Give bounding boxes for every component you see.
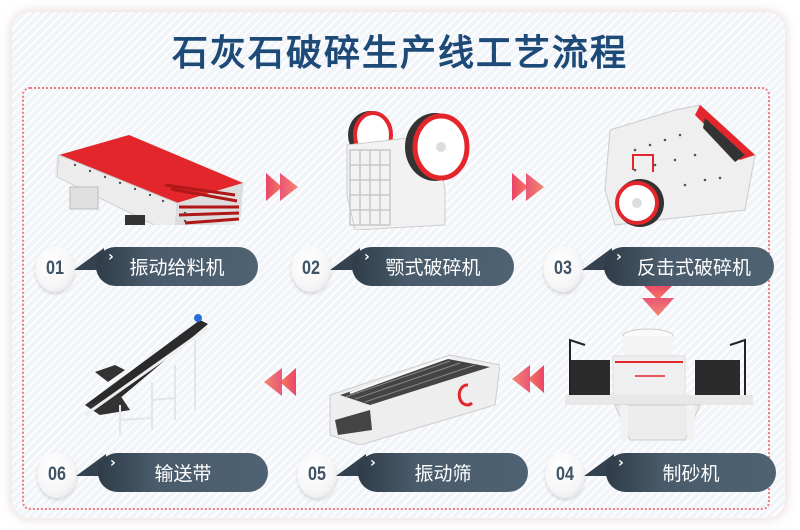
vibrating-feeder-image xyxy=(45,125,250,225)
step-03: 03 › 反击式破碎机 xyxy=(540,236,790,296)
impact-crusher-image xyxy=(595,100,760,230)
step-label: 颚式破碎机 xyxy=(385,257,481,279)
step-label-pill: › 制砂机 xyxy=(606,453,776,492)
step-number: 01 xyxy=(35,246,75,292)
step-number: 03 xyxy=(543,246,583,292)
step-label-pill: › 反击式破碎机 xyxy=(604,247,774,286)
sand-making-machine-image xyxy=(565,320,755,445)
step-label: 输送带 xyxy=(154,463,212,485)
step-label-pill: › 振动筛 xyxy=(358,453,528,492)
step-number: 05 xyxy=(297,452,337,498)
process-frame xyxy=(22,87,770,510)
arrow-right-icon xyxy=(512,173,552,201)
step-label-pill: › 振动给料机 xyxy=(96,247,258,286)
step-06: 06 › 输送带 xyxy=(34,442,284,502)
chevron-right-icon: › xyxy=(108,249,114,265)
step-label: 振动筛 xyxy=(414,463,472,485)
chevron-right-icon: › xyxy=(616,249,622,265)
step-01: 01 › 振动给料机 xyxy=(32,236,282,296)
step-number: 02 xyxy=(291,246,331,292)
step-label: 反击式破碎机 xyxy=(636,257,751,279)
step-number: 06 xyxy=(37,452,77,498)
chevron-right-icon: › xyxy=(618,455,624,471)
arrow-left-icon xyxy=(512,365,552,393)
arrow-left-icon xyxy=(264,368,304,396)
step-04: 04 › 制砂机 xyxy=(542,442,792,502)
arrow-right-icon xyxy=(266,173,306,201)
step-05: 05 › 振动筛 xyxy=(294,442,544,502)
belt-conveyor-image xyxy=(80,310,215,440)
step-number: 04 xyxy=(545,452,585,498)
chevron-right-icon: › xyxy=(110,455,116,471)
chevron-right-icon: › xyxy=(364,249,370,265)
step-label-pill: › 输送带 xyxy=(98,453,268,492)
page-title: 石灰石破碎生产线工艺流程 xyxy=(171,33,628,74)
arrow-down-icon xyxy=(642,284,674,320)
step-02: 02 › 颚式破碎机 xyxy=(288,236,538,296)
step-label: 振动给料机 xyxy=(129,257,225,279)
vibrating-screen-image xyxy=(320,335,500,445)
jaw-crusher-image xyxy=(335,105,475,230)
step-label: 制砂机 xyxy=(662,463,720,485)
step-label-pill: › 颚式破碎机 xyxy=(352,247,514,286)
chevron-right-icon: › xyxy=(370,455,376,471)
